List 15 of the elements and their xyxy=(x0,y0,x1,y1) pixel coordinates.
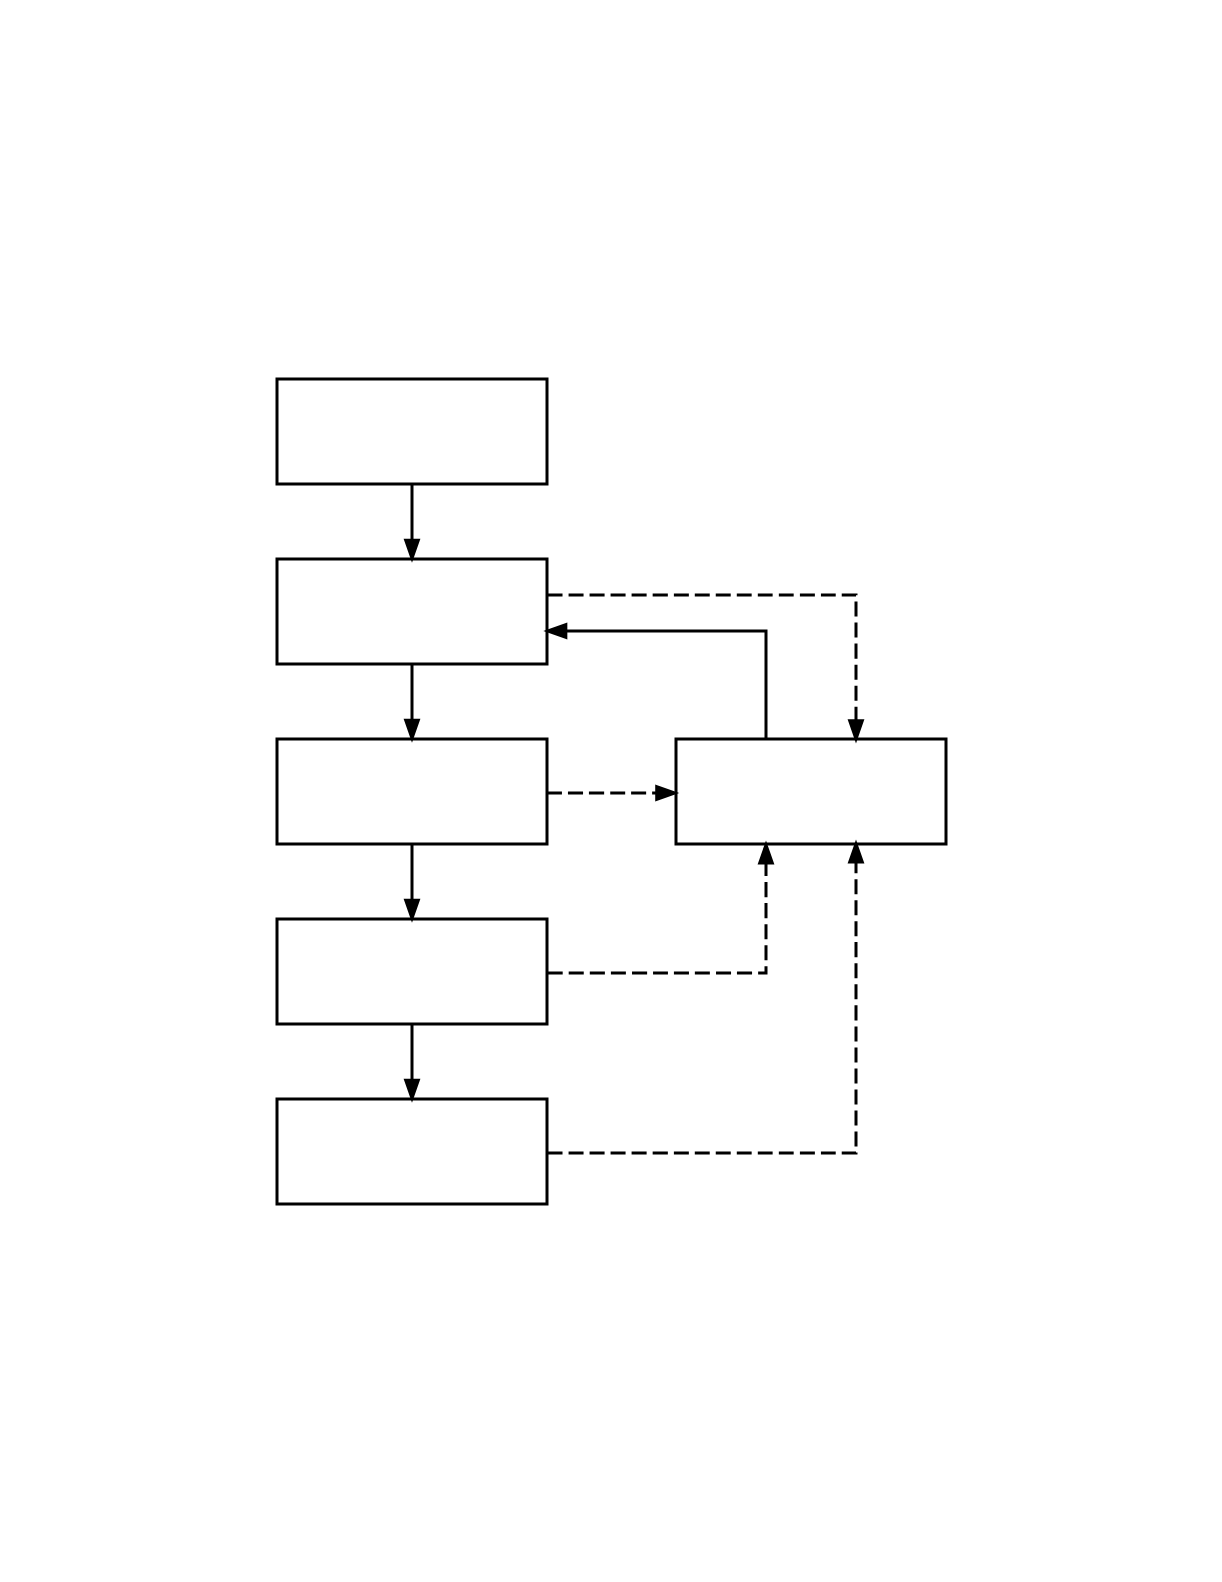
arrow xyxy=(403,844,420,923)
node-box xyxy=(275,737,548,845)
node-box xyxy=(275,377,548,485)
node-box xyxy=(275,917,548,1025)
node-box xyxy=(674,737,947,845)
arrow xyxy=(547,839,864,1154)
arrow xyxy=(403,1024,420,1103)
arrow xyxy=(403,664,420,743)
arrow xyxy=(546,784,679,801)
arrow xyxy=(547,593,864,743)
node-box xyxy=(275,557,548,665)
node-box xyxy=(275,1097,548,1205)
arrow xyxy=(547,839,774,974)
arrow xyxy=(542,622,767,739)
arrow xyxy=(403,484,420,563)
